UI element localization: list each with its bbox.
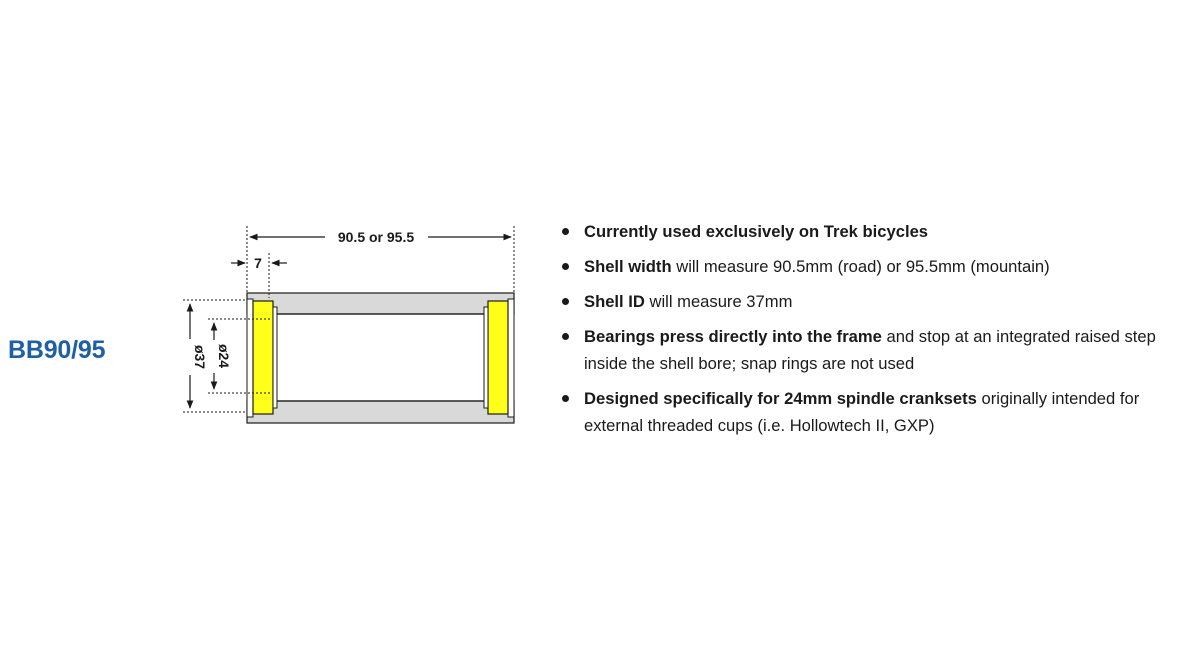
shell-walls (246, 292, 515, 424)
feature-item: Bearings press directly into the frame a… (562, 323, 1196, 377)
right-bearing (483, 298, 515, 418)
left-bearing (246, 298, 278, 418)
feature-text: will measure 90.5mm (road) or 95.5mm (mo… (671, 257, 1050, 276)
feature-item: Shell width will measure 90.5mm (road) o… (562, 253, 1196, 280)
feature-bold: Designed specifically for 24mm spindle c… (584, 389, 977, 408)
feature-bold: Shell width (584, 257, 672, 276)
feature-list: Currently used exclusively on Trek bicyc… (562, 218, 1196, 447)
feature-text: and stop at an integrated raised step in… (584, 327, 1156, 373)
feature-bold: Bearings press directly into the frame (584, 327, 882, 346)
feature-bold: Shell ID (584, 292, 645, 311)
inner-diameter-label: ø24 (216, 344, 232, 368)
overall-width-label: 90.5 or 95.5 (338, 229, 414, 245)
extension-lines (183, 226, 515, 413)
step-width-dimension: 7 (231, 255, 287, 271)
feature-item: Shell ID will measure 37mm (562, 288, 1196, 315)
overall-width-dimension: 90.5 or 95.5 (249, 229, 512, 245)
feature-item: Currently used exclusively on Trek bicyc… (562, 218, 1196, 245)
bottom-bracket-shell-diagram: 90.5 or 95.5 7 ø37 ø24 (183, 226, 515, 424)
inner-diameter-dimension: ø24 (210, 322, 232, 390)
feature-bold: Currently used exclusively on Trek bicyc… (584, 222, 929, 241)
feature-text: will measure 37mm (644, 292, 793, 311)
outer-diameter-label: ø37 (192, 345, 208, 369)
feature-text: originally intended for external threade… (584, 389, 1140, 435)
step-width-label: 7 (254, 255, 262, 271)
feature-item: Designed specifically for 24mm spindle c… (562, 385, 1196, 439)
standard-title: BB90/95 (8, 336, 106, 364)
outer-diameter-dimension: ø37 (186, 303, 208, 409)
